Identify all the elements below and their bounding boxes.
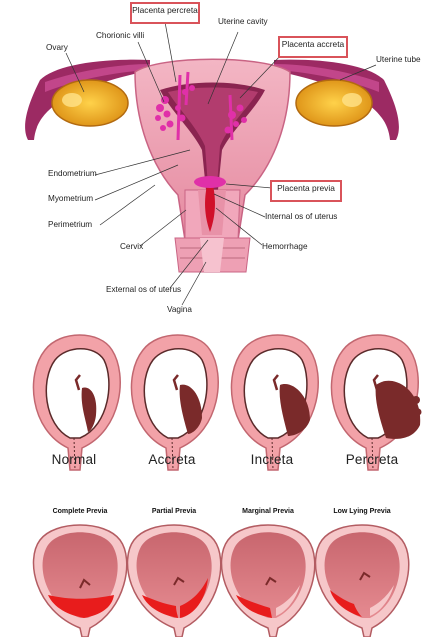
previa-icon-low-lying bbox=[315, 525, 408, 637]
caption-partial-previa: Partial Previa bbox=[124, 508, 224, 515]
caption-low-lying-previa: Low Lying Previa bbox=[312, 508, 412, 515]
previa-icon-complete bbox=[33, 525, 126, 637]
caption-marginal-previa: Marginal Previa bbox=[218, 508, 318, 515]
previa-icon-marginal bbox=[221, 525, 314, 637]
caption-complete-previa: Complete Previa bbox=[30, 508, 130, 515]
previa-icon-partial bbox=[127, 525, 220, 637]
